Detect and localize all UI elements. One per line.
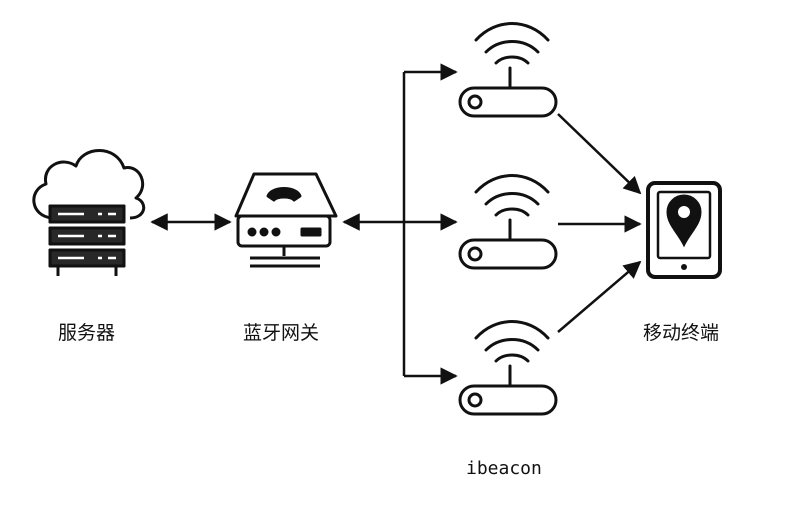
phone-location-icon xyxy=(646,181,722,279)
router-signal-icon-bottom xyxy=(458,320,558,416)
gateway-label: 蓝牙网关 xyxy=(243,322,320,344)
router-signal-icon-top xyxy=(458,22,558,118)
cloud-server-icon xyxy=(32,149,146,276)
edge-beacons-mobile xyxy=(557,113,642,333)
router-signal-icon-middle xyxy=(458,174,558,270)
gateway-phone-icon xyxy=(234,172,338,268)
server-label: 服务器 xyxy=(58,322,116,344)
ibeacon-label: ibeacon xyxy=(466,458,542,479)
mobile-terminal-label: 移动终端 xyxy=(643,322,720,344)
edge-gateway-beacons xyxy=(342,63,458,385)
